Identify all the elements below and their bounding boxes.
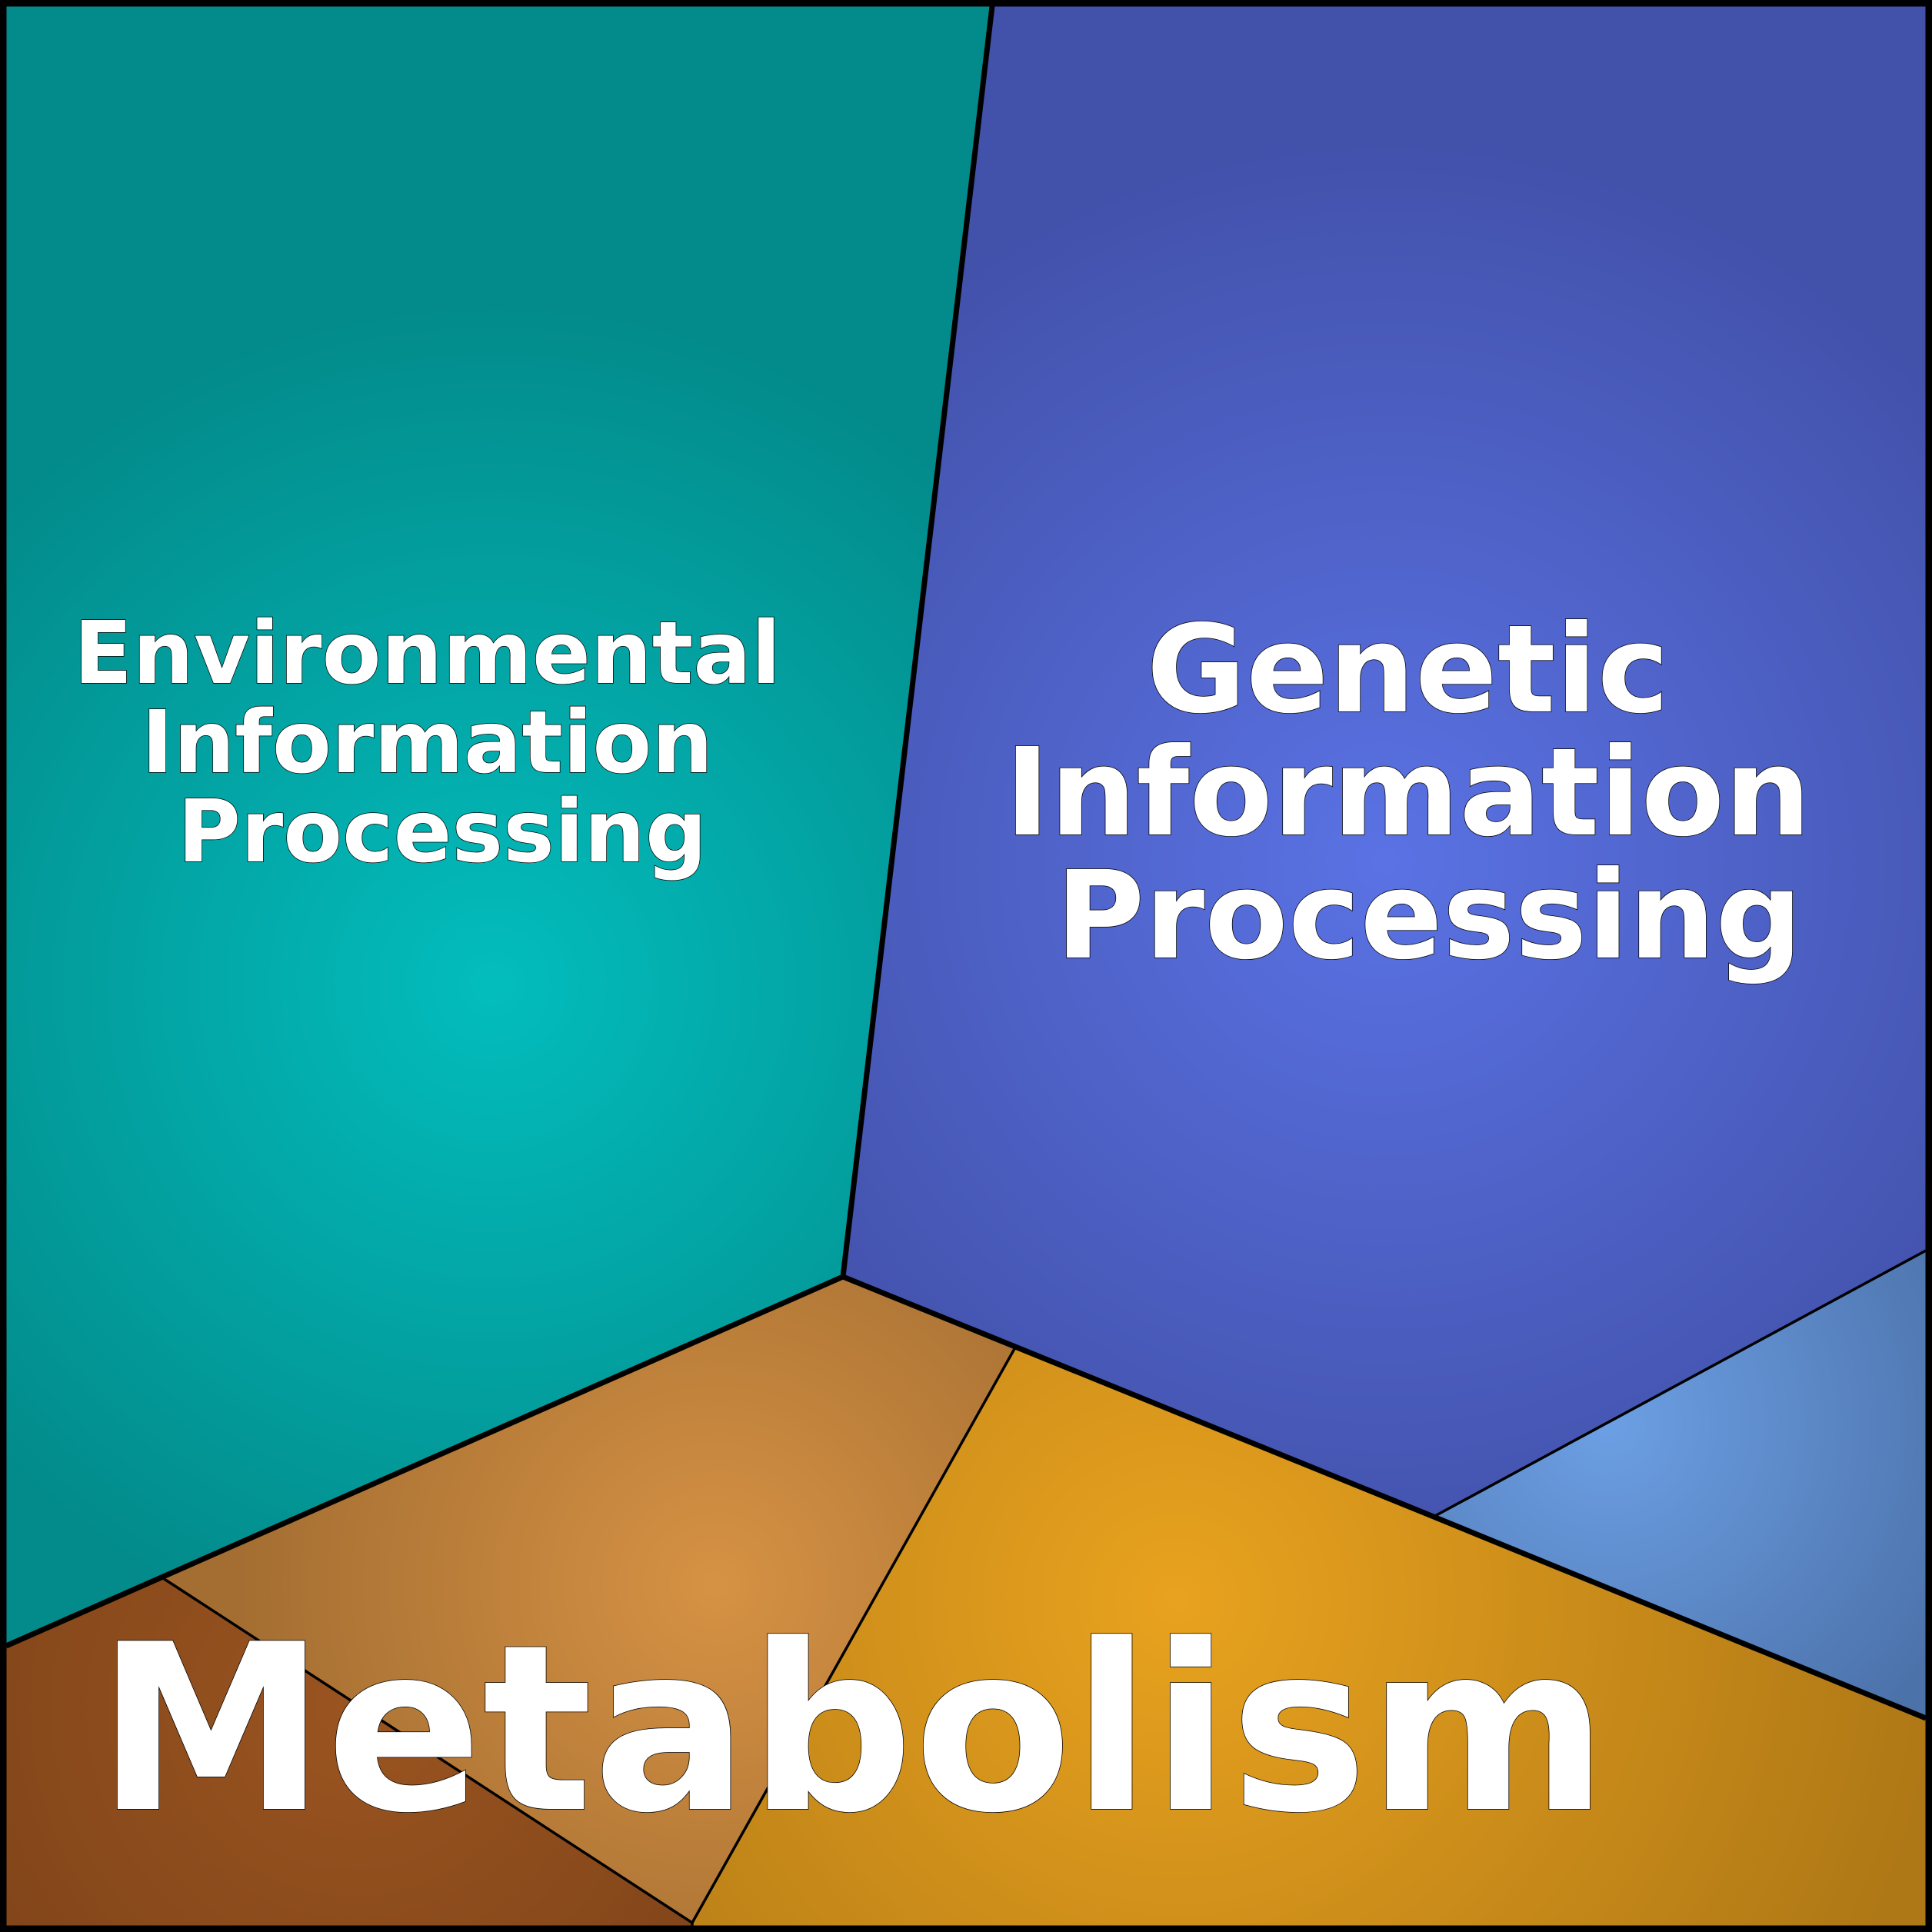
subcell-metabolism-tan[interactable]: [163, 1277, 1015, 1923]
label-environmental-information-processing: Environmental Information Processing: [74, 604, 811, 882]
cell-genetic-information-processing[interactable]: [843, 6, 1926, 1517]
cell-border: [841, 1274, 1927, 1721]
subcell-border: [1433, 1249, 1927, 1518]
label-genetic-information-processing: Genetic Information Processing: [1004, 599, 1853, 987]
label-metabolism: Metabolism: [96, 1595, 1608, 1864]
cell-environmental-information-processing[interactable]: [6, 6, 992, 1646]
subcell-metabolism-gold[interactable]: [692, 1347, 1926, 1926]
subcell-genetic-lightblue[interactable]: [1434, 1251, 1926, 1718]
subcell-metabolism-brown[interactable]: [6, 1578, 692, 1926]
